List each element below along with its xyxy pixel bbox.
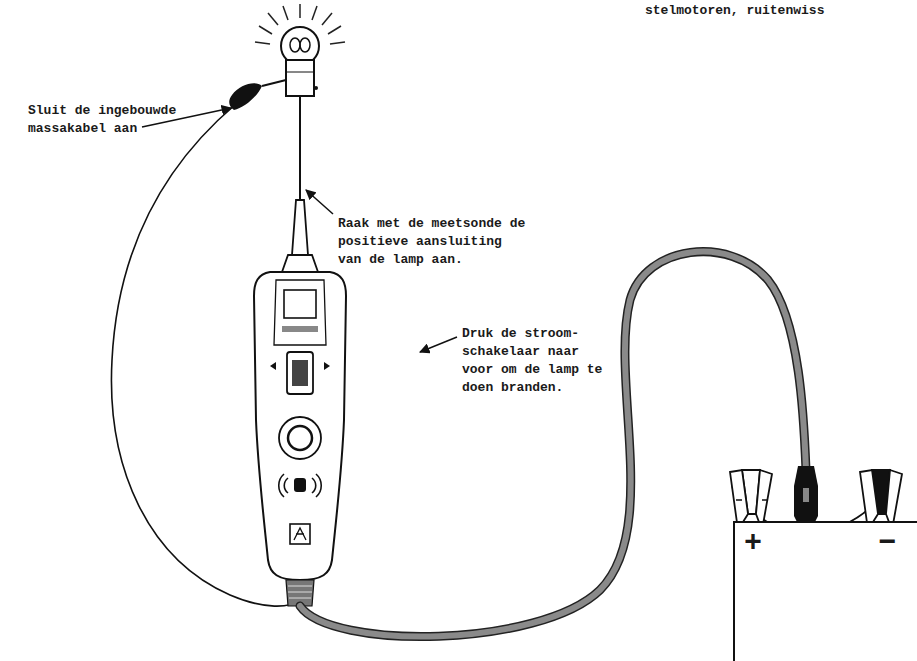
display-bezel: [274, 280, 326, 345]
terminal-sign: +: [744, 528, 762, 558]
probe-body: [254, 272, 346, 580]
leader-arrow: [420, 337, 457, 352]
page-fragment-text: stelmotoren, ruitenwiss: [645, 2, 824, 20]
instruction-label: Raak met de meetsonde de positieve aansl…: [338, 215, 533, 269]
power-switch: [287, 352, 313, 394]
lamp-base-ring: [286, 72, 314, 73]
probe-tip: [299, 96, 301, 200]
probe-collar: [282, 255, 318, 272]
instruction-label: Sluit de ingebouwde massakabel aan: [28, 102, 198, 138]
speaker: [294, 478, 306, 492]
lamp-filament: [290, 38, 310, 52]
ground-clip-jaw: [262, 80, 286, 86]
ground-clip: [229, 83, 262, 110]
display-band: [282, 326, 318, 332]
leader-arrow: [306, 190, 333, 214]
power-cable-sheath: [300, 252, 806, 637]
probe-shaft: [292, 200, 308, 255]
switch-arrows: [270, 362, 330, 370]
display-screen: [284, 290, 316, 318]
button-ring: [279, 417, 321, 459]
strain-relief-ridges: [288, 586, 312, 598]
power-switch-rocker: [292, 360, 308, 386]
button: [288, 426, 312, 450]
instruction-label: Druk de stroom-schakelaar naar voor om d…: [462, 325, 612, 397]
inline-breaker: [794, 466, 818, 528]
battery: [734, 522, 917, 661]
terminal-sign: −: [878, 528, 896, 558]
logo-badge: [290, 524, 310, 544]
power-cable: [300, 252, 806, 637]
lamp-contact: [314, 86, 318, 90]
breaker-button: [803, 488, 809, 502]
speaker-waves: [279, 474, 322, 497]
logo-mark: [294, 528, 306, 540]
lamp-base: [286, 60, 314, 96]
